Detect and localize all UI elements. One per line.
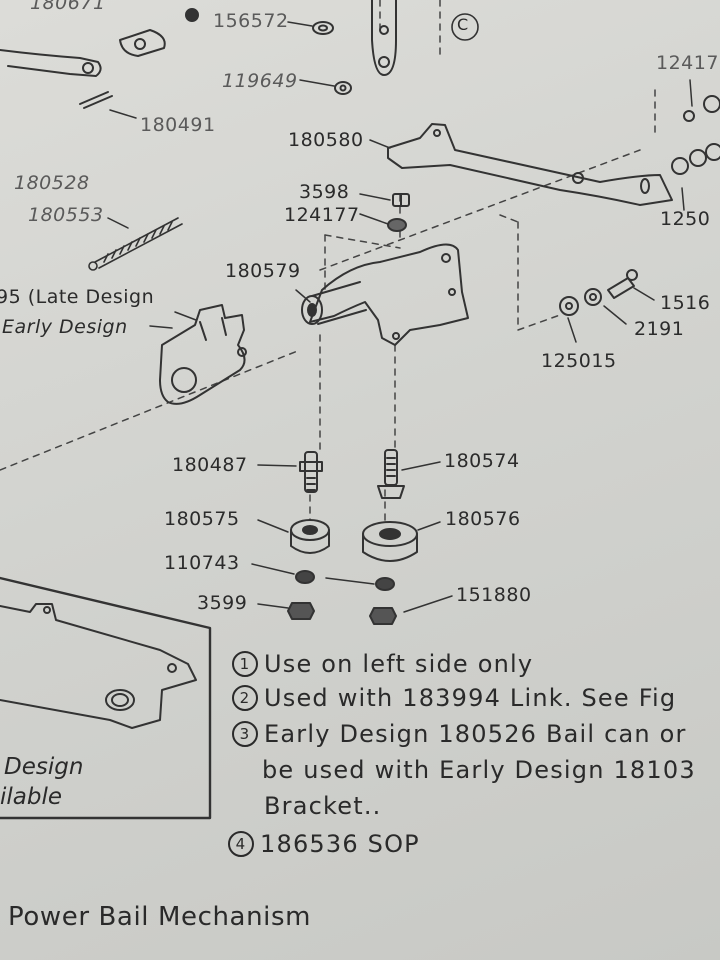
lockwasher-110743 (295, 570, 315, 584)
roller-180575 (290, 519, 330, 554)
inset-label-design: Design (4, 754, 84, 780)
washer-124177 (387, 218, 407, 232)
corner-mark: C (457, 15, 469, 34)
figure-caption: Power Bail Mechanism (8, 902, 312, 932)
label-110743: 110743 (164, 552, 240, 574)
label-125015: 125015 (541, 350, 617, 372)
roller-180576 (362, 521, 418, 562)
label-180487: 180487 (172, 454, 248, 476)
label-180576: 180576 (445, 508, 521, 530)
label-1250: 1250 (660, 208, 711, 230)
top-left-link (0, 29, 166, 77)
label-early-design: Early Design (2, 316, 128, 338)
nut-151880 (369, 607, 397, 625)
note-3-marker: 3 (232, 721, 258, 747)
washer-156572 (312, 21, 334, 35)
note-3-cont-2: Bracket.. (264, 792, 382, 820)
label-180575: 180575 (164, 508, 240, 530)
note-2-marker: 2 (232, 685, 258, 711)
note-1-text: Use on left side only (264, 650, 534, 678)
nut-119649 (334, 81, 352, 95)
note-1-marker: 1 (232, 651, 258, 677)
inset-box (0, 576, 212, 820)
note-2-text: Used with 183994 Link. See Fig (264, 684, 677, 712)
label-180553: 180553 (28, 204, 104, 226)
inset-label-available: ilable (0, 784, 63, 810)
label-180528: 180528 (14, 172, 90, 194)
right-edge-washers (671, 95, 720, 175)
right-washer-stack (559, 269, 638, 316)
label-180491: 180491 (140, 114, 216, 136)
label-119649: 119649 (222, 70, 298, 92)
note-4-marker: 4 (228, 831, 254, 857)
note-4-text: 186536 SOP (260, 830, 420, 858)
note-3-cont-2-text: Bracket.. (264, 792, 382, 820)
spring-180553 (88, 217, 183, 271)
label-151880: 151880 (456, 584, 532, 606)
label-124177: 124177 (284, 204, 360, 226)
nut-3599 (287, 602, 315, 620)
label-2191: 2191 (634, 318, 685, 340)
corner-mark-circle (451, 13, 479, 41)
label-3598: 3598 (299, 181, 350, 203)
bail-arm-180580 (387, 123, 673, 206)
label-1516: 1516 (660, 292, 711, 314)
stud-180487 (299, 451, 323, 493)
label-156572: 156572 (213, 10, 289, 32)
screw-180491 (79, 91, 113, 109)
stud-180574 (377, 449, 405, 499)
main-bracket-180579 (301, 243, 469, 346)
dashed-guide-lines (0, 0, 656, 526)
label-180580: 180580 (288, 129, 364, 151)
nut-3598 (392, 193, 410, 207)
note-3-text: Early Design 180526 Bail can or (264, 720, 687, 748)
lockwasher-right (375, 577, 395, 591)
note-3-cont-1: be used with Early Design 18103 (262, 756, 696, 784)
left-plate (159, 304, 247, 405)
label-3599: 3599 (197, 592, 248, 614)
label-180579: 180579 (225, 260, 301, 282)
label-12417: 12417 (656, 52, 719, 74)
label-180574: 180574 (444, 450, 520, 472)
leader-lines (107, 21, 693, 613)
nut-180671 (185, 8, 199, 22)
label-180671: 180671 (30, 0, 106, 14)
note-3-cont-1-text: be used with Early Design 18103 (262, 756, 696, 784)
upright-bracket (371, 0, 397, 76)
label-late-design: 95 (Late Design (0, 286, 155, 308)
